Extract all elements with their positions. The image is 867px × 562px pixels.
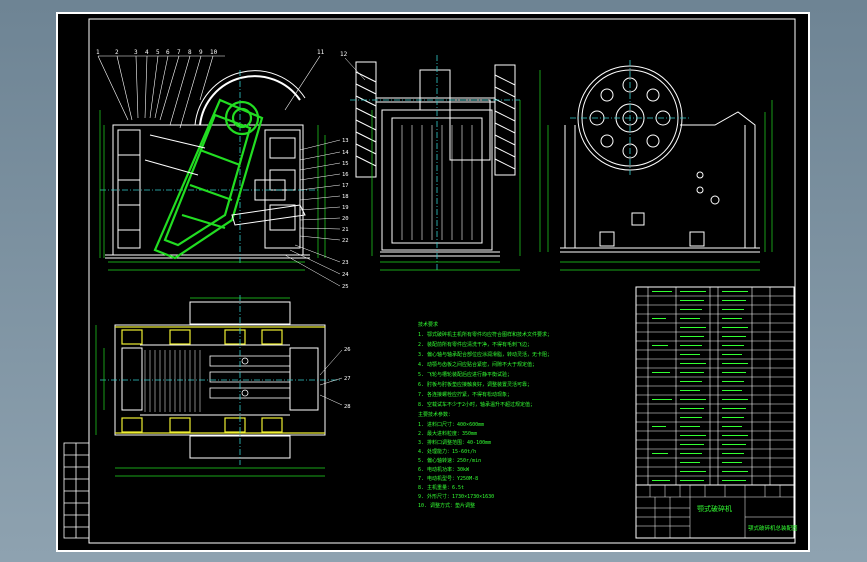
notes-heading: 技术要求: [418, 321, 438, 328]
note-line-19: 10. 调整方式：垫片调整: [418, 502, 475, 509]
note-line-5: 5. 飞轮与槽轮装配后应进行静平衡试验；: [418, 371, 512, 378]
outer-frame: [56, 12, 810, 552]
drawing-paper: [57, 13, 809, 551]
note-line-12: 3. 排料口调整范围：40-100mm: [418, 439, 491, 446]
note-line-15: 6. 电动机功率：30kW: [418, 466, 470, 473]
part-label-16: 16: [342, 172, 349, 178]
title-block-name: 颚式破碎机: [697, 504, 732, 513]
flywheel-outline: [199, 75, 301, 126]
part-label-12: 12: [340, 51, 348, 58]
part-label-23: 23: [342, 260, 349, 266]
part-label-15: 15: [342, 161, 349, 167]
part-label-13: 13: [342, 138, 349, 144]
part-label-25: 25: [342, 284, 349, 290]
part-label-26: 26: [344, 347, 351, 353]
part-label-2: 2: [115, 49, 119, 56]
part-label-11: 11: [317, 49, 325, 56]
note-line-11: 2. 最大进料粒度：350mm: [418, 430, 477, 437]
note-line-18: 9. 外形尺寸：1730×1730×1630: [418, 493, 494, 500]
inner-border: [88, 18, 796, 544]
part-label-4: 4: [145, 49, 149, 56]
plan-view: 26 27 28: [95, 295, 351, 477]
note-line-14: 5. 偏心轴转速：250r/min: [418, 457, 481, 464]
part-label-5: 5: [156, 49, 160, 56]
swing-jaw: [153, 98, 264, 260]
side-view: 12: [340, 51, 521, 271]
part-label-17: 17: [342, 183, 349, 189]
technical-notes: 技术要求 1. 鄂式破碎机主机所有零件均应符合图样和技术文件要求； 2. 装配前…: [418, 321, 552, 509]
note-line-8: 8. 空载试车不少于2小时，轴承温升不超过规定值；: [418, 401, 535, 408]
note-line-13: 4. 处理能力：15-60t/h: [418, 448, 476, 455]
note-line-3: 3. 偏心轴与轴承配合部位应涂润滑脂，转动灵活，无卡阻；: [418, 351, 552, 358]
bill-of-materials: [635, 286, 795, 486]
part-label-9: 9: [199, 49, 203, 56]
note-line-16: 7. 电动机型号：Y250M-8: [418, 475, 478, 482]
rear-view: [539, 60, 773, 271]
note-line-4: 4. 动颚与齿板之间应贴合紧密，间隙不大于规定值；: [418, 361, 537, 368]
note-line-2: 2. 装配前所有零件应清洗干净，不得有毛刺飞边；: [418, 341, 532, 348]
note-line-6: 6. 肘板与肘板垫应接触良好，调整装置灵活可靠；: [418, 381, 532, 388]
part-label-6: 6: [166, 49, 170, 56]
title-block: 颚式破碎机 颚式破碎机总装配图: [635, 484, 798, 539]
part-label-7: 7: [177, 49, 181, 56]
part-label-21: 21: [342, 227, 349, 233]
note-line-9: 主要技术参数：: [418, 411, 453, 418]
part-label-24: 24: [342, 272, 349, 278]
part-label-22: 22: [342, 238, 349, 244]
front-view: 1 2 3 4 5 6 7 8 9 10 11: [96, 49, 349, 290]
note-line-7: 7. 各连接螺栓应拧紧，不得有松动现象；: [418, 391, 512, 398]
part-label-28: 28: [344, 404, 351, 410]
part-label-19: 19: [342, 205, 349, 211]
note-line-10: 1. 进料口尺寸：400×600mm: [418, 421, 484, 428]
part-label-8: 8: [188, 49, 192, 56]
note-line-17: 8. 主机重量：6.5t: [418, 484, 464, 491]
part-label-10: 10: [210, 49, 218, 56]
title-block-title: 颚式破碎机总装配图: [748, 524, 798, 532]
part-label-3: 3: [134, 49, 138, 56]
part-label-14: 14: [342, 150, 349, 156]
part-label-1: 1: [96, 49, 100, 56]
part-label-18: 18: [342, 194, 349, 200]
part-label-20: 20: [342, 216, 349, 222]
side-stamp-table: [63, 442, 90, 539]
part-label-27: 27: [344, 376, 351, 382]
note-line-1: 1. 鄂式破碎机主机所有零件均应符合图样和技术文件要求；: [418, 331, 552, 338]
